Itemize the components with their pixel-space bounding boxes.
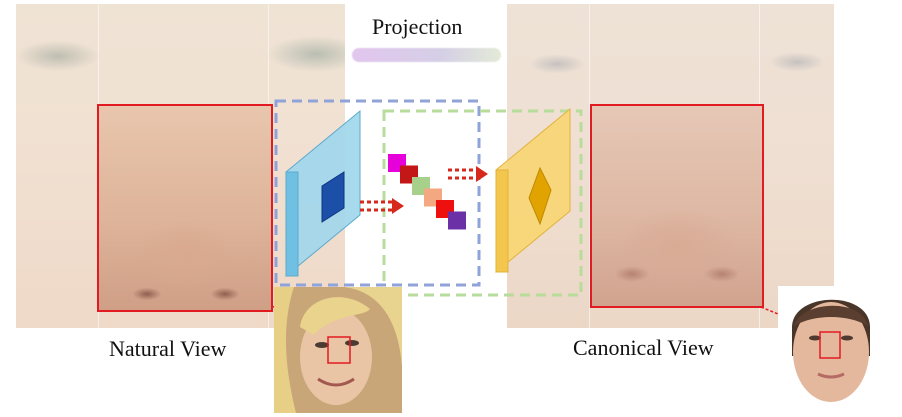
canonical-face-render (778, 286, 884, 410)
projection-title: Projection (372, 14, 463, 39)
encoder-dashed-box (274, 99, 481, 287)
projection-bar (352, 48, 501, 62)
natural-view-label: Natural View (109, 336, 227, 361)
arrow-encoder-to-latent-icon (360, 200, 392, 212)
arrow-latent-to-decoder-icon (448, 168, 476, 180)
decoder-dashed-box (382, 109, 583, 297)
natural-face-photo (274, 287, 402, 413)
canonical-nose-crop (590, 104, 764, 308)
decoder-block-icon (495, 107, 571, 274)
natural-nose-crop (97, 104, 273, 312)
arrow-head-2-icon (476, 166, 488, 182)
encoder-block-icon (285, 109, 361, 278)
latent-code-cubes (388, 154, 466, 230)
canonical-view-label: Canonical View (573, 335, 714, 360)
arrow-head-1-icon (392, 198, 404, 214)
latent-cube (448, 211, 466, 230)
